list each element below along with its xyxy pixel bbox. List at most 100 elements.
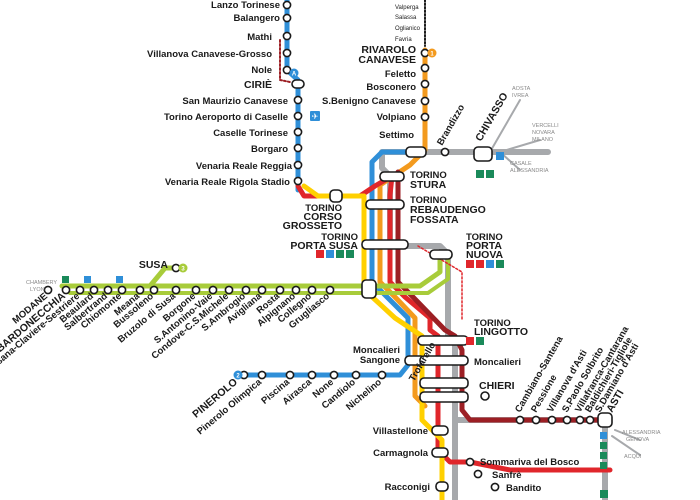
- stop-settimo[interactable]: [405, 146, 427, 158]
- line-gray-branch-alessandria[interactable]: [614, 429, 641, 441]
- rail-icon: [336, 250, 344, 258]
- stop-none[interactable]: [329, 370, 339, 380]
- stop-beaulard[interactable]: [89, 285, 99, 295]
- stop-stura[interactable]: [379, 171, 405, 182]
- stop-feletto[interactable]: [420, 63, 430, 73]
- label-sbenigno: S.Benigno Canavese: [322, 96, 416, 107]
- stop-trofarello-2[interactable]: [419, 391, 469, 403]
- stop-san-maurizio[interactable]: [293, 95, 303, 105]
- label-moncalieri-sangone-1: Moncalieri: [353, 345, 400, 356]
- label-rivarolo-2: CANAVESE: [358, 54, 416, 66]
- label-oglianico: Oglianico: [395, 26, 421, 32]
- label-brandizzo: Brandizzo: [435, 103, 467, 148]
- stop-rebaudengo[interactable]: [365, 199, 405, 210]
- stop-alpignano[interactable]: [291, 285, 301, 295]
- stop-nole[interactable]: [282, 65, 292, 75]
- label-grosseto-3: GROSSETO: [283, 220, 342, 232]
- label-chambery-2: LYON: [30, 287, 45, 293]
- line-gray-branch-acqui[interactable]: [611, 435, 641, 456]
- stop-baldichieri[interactable]: [585, 415, 595, 425]
- stop-grugliasco-hub[interactable]: [361, 279, 377, 299]
- label-chivasso: CHIVASSO: [473, 91, 510, 144]
- stop-villanova-cg[interactable]: [282, 48, 292, 58]
- stop-modane[interactable]: [43, 285, 53, 295]
- bus-icon: [476, 260, 484, 268]
- stop-collegno[interactable]: [307, 285, 317, 295]
- stop-venaria-reggia[interactable]: [293, 160, 303, 170]
- stop-pessione[interactable]: [531, 415, 541, 425]
- stop-cambiano[interactable]: [515, 415, 525, 425]
- stop-meana[interactable]: [135, 285, 145, 295]
- stop-chieri[interactable]: [480, 391, 490, 401]
- metro-icon: [466, 260, 474, 268]
- stop-moncalieri[interactable]: [419, 355, 469, 366]
- stop-condove[interactable]: [224, 285, 234, 295]
- label-susa: SUSA: [139, 259, 169, 271]
- label-aosta-2: IVREA: [512, 93, 529, 99]
- stop-sanfre[interactable]: [473, 469, 483, 479]
- stop-borgaro[interactable]: [293, 143, 303, 153]
- stop-carmagnola[interactable]: [431, 447, 449, 458]
- stop-villanova-asti[interactable]: [547, 415, 557, 425]
- stop-venaria-stadio[interactable]: [293, 176, 303, 186]
- label-nole: Nole: [251, 65, 272, 76]
- stop-villafranca[interactable]: [575, 415, 585, 425]
- stop-santonino[interactable]: [208, 285, 218, 295]
- stop-asti[interactable]: [597, 412, 613, 428]
- stop-pinerolo-olimpica[interactable]: [257, 370, 267, 380]
- stop-villastellone[interactable]: [431, 425, 449, 436]
- stop-grugliasco[interactable]: [325, 285, 335, 295]
- stop-bosconero[interactable]: [420, 79, 430, 89]
- label-alessandria-1: ALESSANDRIA: [622, 430, 661, 436]
- stop-candiolo[interactable]: [351, 370, 361, 380]
- stop-aeroporto[interactable]: [293, 111, 303, 121]
- label-lingotto-2: LINGOTTO: [474, 326, 528, 338]
- stop-sommariva[interactable]: [465, 457, 475, 467]
- stop-brandizzo[interactable]: [440, 147, 450, 157]
- stop-bandito[interactable]: [490, 482, 500, 492]
- stop-bruzolo[interactable]: [171, 285, 181, 295]
- label-aeroporto: Torino Aeroporto di Caselle: [164, 112, 288, 123]
- stop-chivasso[interactable]: [473, 146, 493, 162]
- stop-oulx[interactable]: [75, 285, 85, 295]
- stop-cirie[interactable]: [291, 79, 305, 89]
- stop-lanzo[interactable]: [282, 0, 292, 10]
- label-rebaudengo-1: TORINO: [410, 195, 447, 206]
- stop-portanuova[interactable]: [429, 249, 453, 260]
- stop-chiomonte[interactable]: [117, 285, 127, 295]
- stop-salbertrand[interactable]: [103, 285, 113, 295]
- stop-sbenigno[interactable]: [420, 96, 430, 106]
- line-gray-branch-aosta[interactable]: [489, 99, 521, 153]
- stop-mathi[interactable]: [282, 31, 292, 41]
- stop-airasca[interactable]: [307, 370, 317, 380]
- stop-borgone[interactable]: [191, 285, 201, 295]
- line-lime-second[interactable]: [68, 252, 450, 295]
- stop-grosseto[interactable]: [329, 189, 343, 203]
- stop-caselle[interactable]: [293, 127, 303, 137]
- stop-portasusa[interactable]: [361, 239, 409, 250]
- rail-icon: [62, 276, 69, 283]
- badge-susa-circle: [178, 263, 188, 273]
- stop-racconigi[interactable]: [435, 481, 449, 492]
- stop-volpiano[interactable]: [420, 112, 430, 122]
- stop-lingotto[interactable]: [417, 335, 469, 346]
- rail-icon: [84, 276, 91, 283]
- stop-spaolo[interactable]: [562, 415, 572, 425]
- stop-rosta[interactable]: [275, 285, 285, 295]
- stop-bussoleno[interactable]: [149, 285, 159, 295]
- stop-avigliana[interactable]: [257, 285, 267, 295]
- line-gray-branch-vercelli[interactable]: [499, 139, 541, 153]
- badge-rivarolo: 1: [430, 52, 434, 58]
- stop-nichelino[interactable]: [377, 370, 387, 380]
- label-vercelli-3: MILANO: [532, 137, 554, 143]
- stop-bardonecchia[interactable]: [61, 285, 71, 295]
- rail-icon: [486, 260, 494, 268]
- label-volpiano: Volpiano: [377, 112, 417, 123]
- label-racconigi: Racconigi: [385, 482, 430, 493]
- line-lime[interactable]: [59, 251, 443, 289]
- stop-trofarello[interactable]: [419, 377, 469, 389]
- label-lanzo: Lanzo Torinese: [211, 0, 280, 11]
- stop-piscina[interactable]: [285, 370, 295, 380]
- stop-sambrogio[interactable]: [241, 285, 251, 295]
- stop-balangero[interactable]: [282, 13, 292, 23]
